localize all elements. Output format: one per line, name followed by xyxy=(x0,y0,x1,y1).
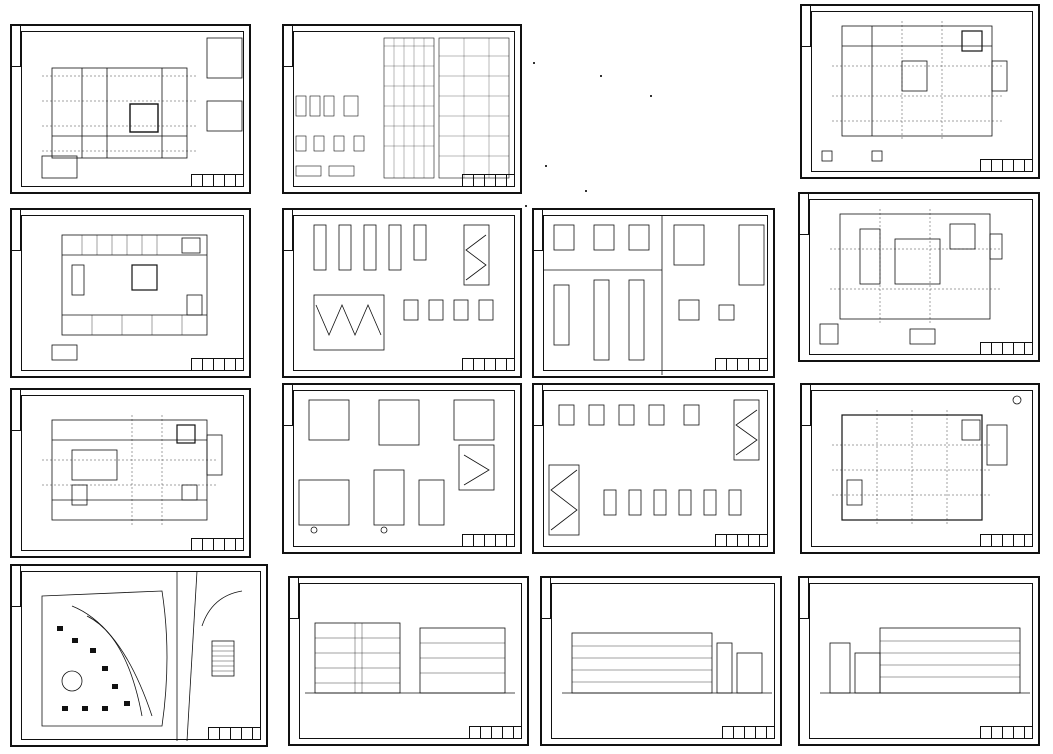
drawing-sheet-toilet-details xyxy=(282,383,522,554)
floor-plan-drawing xyxy=(832,395,1022,525)
sheet-side-strip xyxy=(800,578,809,619)
title-block xyxy=(715,358,768,371)
sheet-frame xyxy=(811,11,1033,172)
sheet-side-strip xyxy=(284,26,293,67)
schedule-drawing xyxy=(295,37,510,179)
sheet-frame xyxy=(811,390,1033,547)
floor-plan-drawing xyxy=(51,234,208,361)
drawing-sheet-floor-plan-5 xyxy=(10,388,251,558)
sheet-side-strip xyxy=(534,210,543,251)
stray-mark xyxy=(533,62,535,64)
drawing-sheet-floor-plan-3 xyxy=(10,208,251,378)
sheet-side-strip xyxy=(12,390,21,431)
sheet-frame xyxy=(809,583,1033,739)
title-block xyxy=(980,726,1033,739)
title-block xyxy=(980,342,1033,355)
drawing-sheet-elevations-2 xyxy=(540,576,782,746)
title-block xyxy=(462,358,515,371)
sheet-frame xyxy=(293,31,515,187)
sheet-frame xyxy=(21,571,261,740)
sheet-side-strip xyxy=(800,194,809,235)
drawing-sheet-site-plan xyxy=(10,564,268,747)
details-drawing xyxy=(548,399,760,536)
elevation-drawing xyxy=(820,627,1030,694)
title-block xyxy=(191,538,244,551)
sheet-side-strip xyxy=(284,385,293,426)
stair-details-drawing xyxy=(313,224,494,351)
sheet-frame xyxy=(293,390,515,547)
title-block xyxy=(191,174,244,187)
sheet-side-strip xyxy=(284,210,293,251)
stray-mark xyxy=(525,205,527,207)
floor-plan-drawing xyxy=(821,21,1008,162)
sheet-frame xyxy=(21,31,244,187)
sheet-side-strip xyxy=(534,385,543,426)
drawing-sheet-elevations-3 xyxy=(798,576,1040,746)
floor-plan-drawing xyxy=(819,209,1003,345)
sheet-frame xyxy=(543,215,768,371)
title-block xyxy=(469,726,522,739)
sheet-frame xyxy=(543,390,768,547)
title-block xyxy=(462,534,515,547)
title-block xyxy=(715,534,768,547)
drawing-sheet-elevations-1 xyxy=(288,576,529,746)
toilet-plans-drawing xyxy=(298,399,495,534)
sheet-side-strip xyxy=(12,210,21,251)
drawing-sheet-door-window-schedule xyxy=(282,24,522,194)
sheet-side-strip xyxy=(542,578,551,619)
sheet-frame xyxy=(293,215,515,371)
stray-mark xyxy=(650,95,652,97)
drawing-sheet-construction-details xyxy=(532,208,775,378)
elevation-drawing xyxy=(305,622,515,694)
sheet-side-strip xyxy=(802,6,811,47)
sheet-frame xyxy=(551,583,775,739)
sheet-frame xyxy=(21,395,244,551)
title-block xyxy=(462,174,515,187)
drawing-sheet-floor-plan-1 xyxy=(10,24,251,194)
drawing-sheet-floor-plan-6 xyxy=(800,383,1040,554)
title-block xyxy=(980,159,1033,172)
drawing-sheet-stair-sections xyxy=(282,208,522,378)
elevation-drawing xyxy=(562,632,772,694)
stray-mark xyxy=(585,190,587,192)
details-drawing xyxy=(543,215,765,375)
sheet-side-strip xyxy=(290,578,299,619)
stray-mark xyxy=(545,165,547,167)
stray-mark xyxy=(600,75,602,77)
title-block xyxy=(722,726,775,739)
drawing-sheet-floor-plan-4 xyxy=(798,192,1040,362)
floor-plan-drawing xyxy=(41,37,243,179)
title-block xyxy=(980,534,1033,547)
site-plan-drawing xyxy=(41,570,243,742)
sheet-side-strip xyxy=(12,566,21,607)
drawing-sheet-floor-plan-2 xyxy=(800,4,1040,179)
title-block xyxy=(191,358,244,371)
sheet-side-strip xyxy=(12,26,21,67)
sheet-side-strip xyxy=(802,385,811,426)
sheet-frame xyxy=(21,215,244,371)
floor-plan-drawing xyxy=(42,415,223,525)
sheet-frame xyxy=(809,199,1033,355)
title-block xyxy=(208,727,261,740)
drawing-sheet-detail-sections xyxy=(532,383,775,554)
sheet-frame xyxy=(299,583,522,739)
